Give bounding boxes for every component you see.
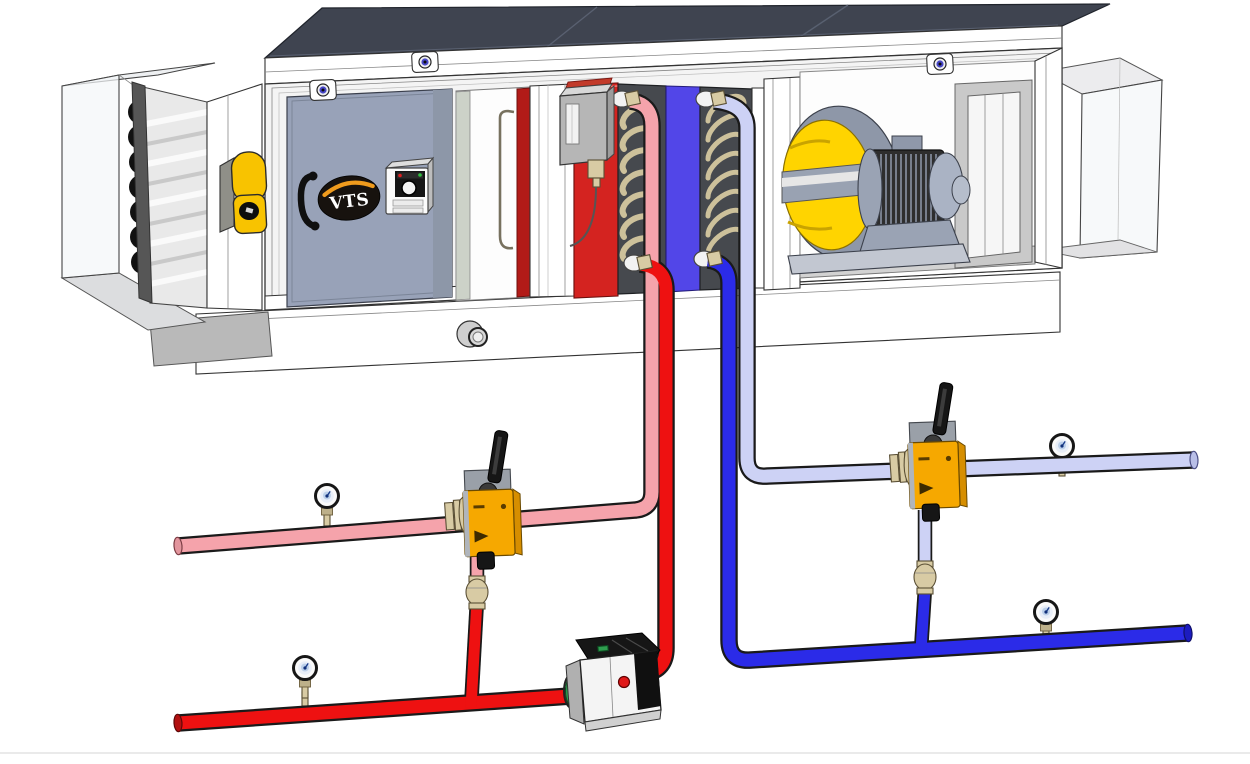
port-nut	[710, 90, 727, 107]
vts-logo-text: VTS	[328, 190, 371, 215]
fan-motor	[787, 135, 971, 275]
fan-section	[781, 60, 1036, 279]
pressure-gauge-hot-supply	[314, 483, 340, 528]
right-end-post	[1034, 47, 1063, 269]
three-way-valve-cooling	[888, 381, 969, 523]
drain-stub	[456, 320, 488, 348]
door-lock	[219, 151, 268, 235]
controller-red-led	[398, 173, 402, 178]
controller-box	[384, 156, 435, 215]
hot-return-pipe	[177, 687, 601, 730]
roll-filter	[128, 81, 263, 311]
chilled-supply-pipe	[713, 94, 1195, 483]
roof-latch	[925, 52, 955, 76]
roof-latch	[410, 50, 440, 74]
three-way-valve-heating	[443, 429, 524, 571]
outside-air-intake-hood	[60, 62, 216, 331]
pressure-gauge-hot-return	[292, 655, 318, 707]
louver-panel	[131, 81, 208, 309]
pipe-union-chilled	[913, 560, 937, 595]
roof-latch	[308, 78, 338, 102]
port-nut	[706, 250, 723, 267]
piping	[173, 90, 1199, 733]
controller-knob	[401, 180, 417, 196]
frost-thermostat	[558, 77, 615, 247]
pipe-union-hot	[465, 575, 489, 610]
fan-outlet-opening	[954, 79, 1033, 269]
port-nut	[636, 254, 653, 271]
inspection-door: VTS	[286, 88, 453, 308]
port-nut	[624, 90, 641, 107]
discharge-duct	[1038, 57, 1164, 259]
capillary-tube	[498, 109, 515, 250]
controller-green-led	[418, 173, 422, 177]
empty-section	[455, 83, 575, 302]
fan-base-rail	[787, 243, 971, 275]
hot-supply-pipe	[177, 94, 659, 553]
vts-logo: VTS	[317, 175, 381, 221]
circulation-pump	[563, 632, 662, 732]
thermostat-capillary	[569, 186, 597, 247]
door-handle	[297, 171, 320, 231]
pump-indicator	[617, 675, 631, 689]
